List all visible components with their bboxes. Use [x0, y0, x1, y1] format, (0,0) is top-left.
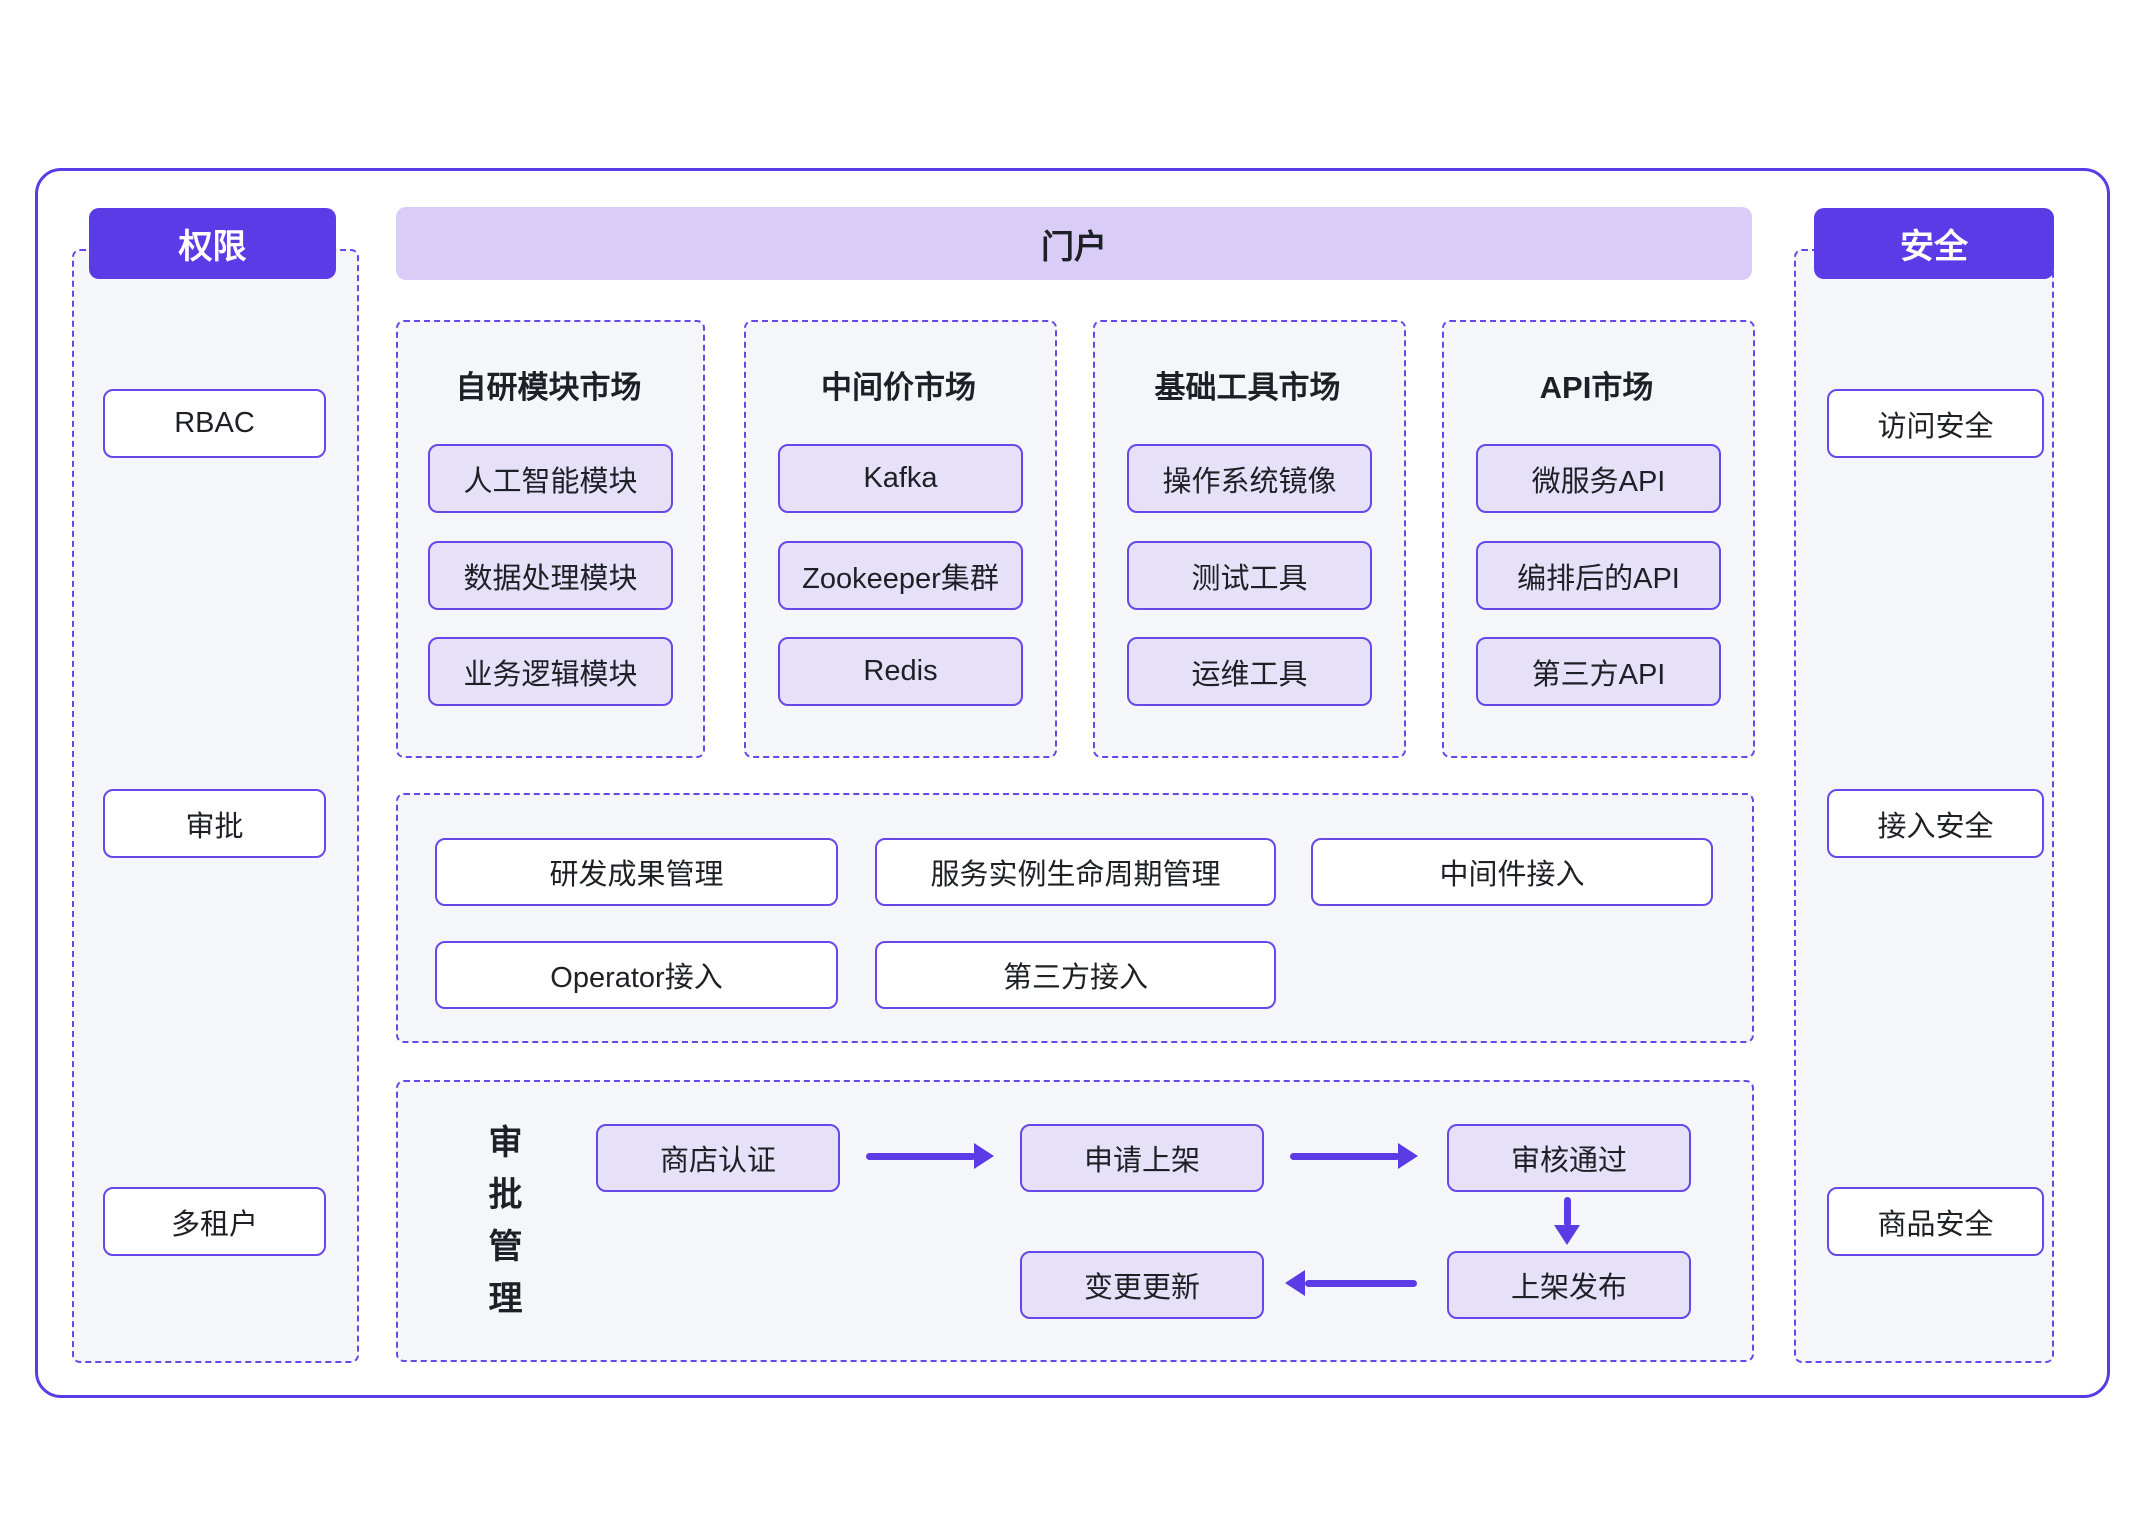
- permissions-item-rbac: RBAC: [103, 389, 326, 458]
- market-item-business-logic-module: 业务逻辑模块: [428, 637, 673, 706]
- management-item-middleware-access: 中间件接入: [1311, 838, 1713, 906]
- market-basic-tools-title: 基础工具市场: [1154, 370, 1341, 405]
- security-item-access-security: 访问安全: [1827, 389, 2044, 458]
- security-item-product-security: 商品安全: [1827, 1187, 2044, 1256]
- market-item-kafka: Kafka: [778, 444, 1023, 513]
- management-item-rd-results: 研发成果管理: [435, 838, 838, 906]
- arrow-certification-to-apply-head: [974, 1143, 994, 1169]
- security-item-integration-security: 接入安全: [1827, 789, 2044, 858]
- arrow-publish-to-change: [1305, 1280, 1417, 1287]
- flow-node-apply-listing: 申请上架: [1020, 1124, 1264, 1192]
- approval-flow-label: 审批管理: [483, 1124, 521, 1332]
- management-item-service-lifecycle: 服务实例生命周期管理: [875, 838, 1276, 906]
- permissions-item-multitenant: 多租户: [103, 1187, 326, 1256]
- permissions-header: 权限: [89, 208, 336, 279]
- flow-node-review-passed: 审核通过: [1447, 1124, 1691, 1192]
- approval-flow-panel: [396, 1080, 1754, 1362]
- arrow-review-to-publish-head: [1554, 1225, 1580, 1245]
- market-item-orchestrated-api: 编排后的API: [1476, 541, 1721, 610]
- market-item-third-party-api: 第三方API: [1476, 637, 1721, 706]
- arrow-apply-to-review: [1290, 1153, 1400, 1160]
- arrow-publish-to-change-head: [1285, 1270, 1305, 1296]
- market-item-redis: Redis: [778, 637, 1023, 706]
- market-item-zookeeper: Zookeeper集群: [778, 541, 1023, 610]
- arrow-review-to-publish: [1564, 1197, 1571, 1227]
- arrow-certification-to-apply: [866, 1153, 976, 1160]
- flow-node-publish: 上架发布: [1447, 1251, 1691, 1319]
- management-item-third-party-access: 第三方接入: [875, 941, 1276, 1009]
- flow-node-change-update: 变更更新: [1020, 1251, 1264, 1319]
- permissions-item-approval: 审批: [103, 789, 326, 858]
- market-item-ai-module: 人工智能模块: [428, 444, 673, 513]
- portal-banner: 门户: [396, 207, 1752, 280]
- market-item-ops-tools: 运维工具: [1127, 637, 1372, 706]
- market-item-microservice-api: 微服务API: [1476, 444, 1721, 513]
- market-item-test-tools: 测试工具: [1127, 541, 1372, 610]
- arrow-apply-to-review-head: [1398, 1143, 1418, 1169]
- flow-node-store-certification: 商店认证: [596, 1124, 840, 1192]
- market-self-developed-title: 自研模块市场: [455, 370, 642, 405]
- market-item-os-image: 操作系统镜像: [1127, 444, 1372, 513]
- market-item-data-processing-module: 数据处理模块: [428, 541, 673, 610]
- management-item-operator-access: Operator接入: [435, 941, 838, 1009]
- market-middleware-title: 中间价市场: [821, 370, 976, 405]
- security-header: 安全: [1814, 208, 2054, 279]
- market-api-title: API市场: [1539, 370, 1654, 405]
